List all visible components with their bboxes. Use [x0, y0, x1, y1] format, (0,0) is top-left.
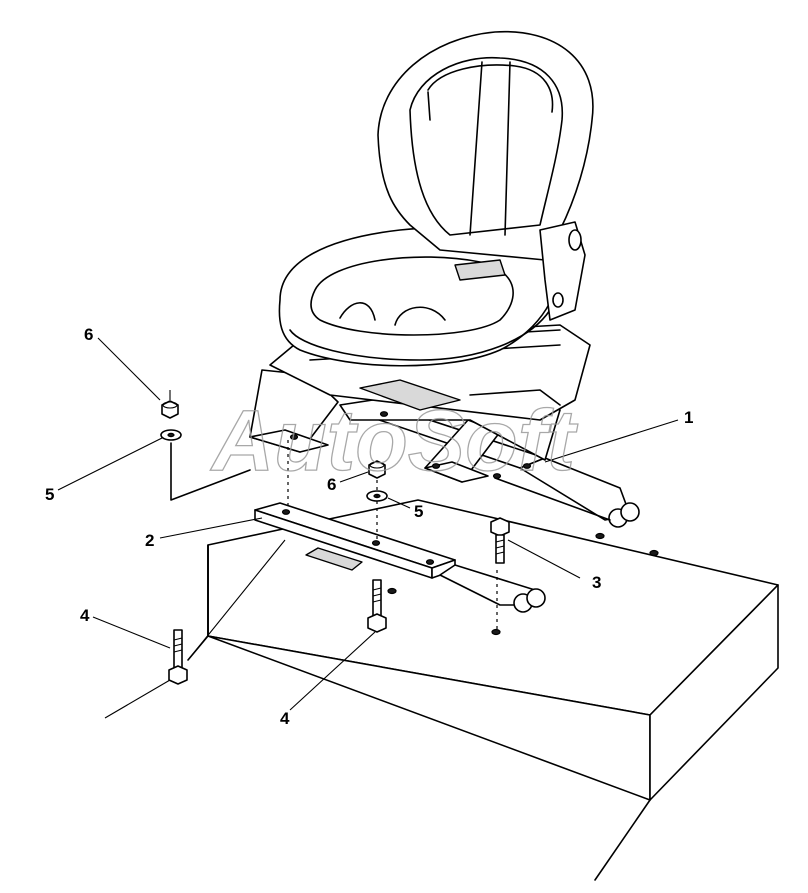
callout-6-center: 6	[327, 475, 336, 494]
callout-2: 2	[145, 531, 154, 550]
callout-5-center: 5	[414, 502, 423, 521]
bolt-center	[367, 579, 387, 633]
callout-6-left: 6	[84, 325, 93, 344]
leader-lines	[57, 337, 679, 719]
callout-5-left: 5	[45, 485, 54, 504]
alignment-lines	[287, 440, 498, 632]
mounting-holes	[387, 532, 659, 636]
nut-center	[368, 460, 386, 479]
callout-1: 1	[684, 408, 693, 427]
left-guide-line	[170, 442, 251, 501]
watermark: AutoSoft	[210, 393, 578, 489]
callout-4-left: 4	[80, 606, 90, 625]
seat-backrest	[377, 30, 594, 321]
callout-3: 3	[592, 573, 601, 592]
lower-slide-rail	[254, 502, 546, 613]
bolt-left	[168, 629, 188, 685]
washer-left	[160, 429, 182, 441]
base-block	[187, 499, 779, 881]
bolt-right	[490, 517, 510, 564]
callout-4-center: 4	[280, 709, 290, 728]
nut-left	[161, 390, 179, 419]
seat-cushion	[278, 226, 558, 367]
